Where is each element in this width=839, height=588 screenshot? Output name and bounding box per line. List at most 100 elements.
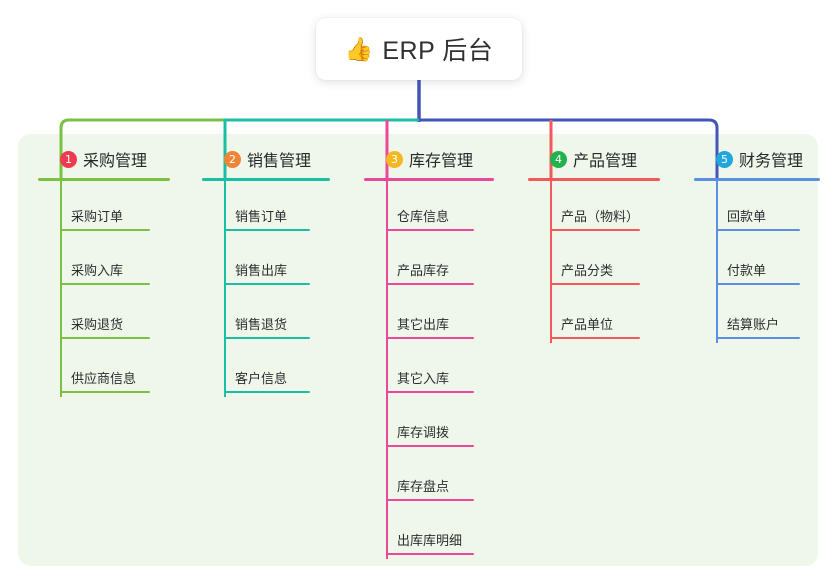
leaf-item-rule: [386, 337, 474, 339]
leaf-item[interactable]: 采购退货: [38, 289, 170, 343]
leaf-item-label: 销售退货: [235, 317, 288, 332]
leaf-item-label: 回款单: [727, 209, 767, 224]
leaf-item[interactable]: 其它入库: [364, 343, 494, 397]
branch-item-list: 回款单付款单结算账户: [694, 181, 820, 343]
leaf-item-rule: [386, 391, 474, 393]
leaf-item-label: 产品库存: [397, 263, 450, 278]
branch-header-rule: [694, 178, 820, 181]
leaf-item-rule: [224, 283, 310, 285]
leaf-item-rule: [386, 445, 474, 447]
leaf-item[interactable]: 其它出库: [364, 289, 494, 343]
leaf-item[interactable]: 销售订单: [202, 181, 330, 235]
branch-title: 产品管理: [573, 153, 638, 170]
branch-item-list: 销售订单销售出库销售退货客户信息: [202, 181, 330, 397]
leaf-item-rule: [60, 229, 150, 231]
leaf-item-rule: [716, 229, 800, 231]
leaf-item-rule: [550, 229, 640, 231]
branch-item-list: 仓库信息产品库存其它出库其它入库库存调拨库存盘点出库库明细: [364, 181, 494, 559]
leaf-item[interactable]: 结算账户: [694, 289, 820, 343]
leaf-item-label: 采购订单: [71, 209, 124, 224]
leaf-item-rule: [550, 283, 640, 285]
branch-number-badge: 1: [60, 150, 77, 168]
root-node-title: ERP 后台: [382, 37, 494, 65]
branch-header-rule: [528, 178, 660, 181]
branch-number-badge: 5: [716, 150, 733, 168]
branch-number-badge: 2: [224, 150, 241, 168]
leaf-item-label: 产品分类: [561, 263, 614, 278]
leaf-item-label: 库存盘点: [397, 479, 450, 494]
leaf-item[interactable]: 产品库存: [364, 235, 494, 289]
leaf-item-label: 采购入库: [71, 263, 124, 278]
branch-spine: [60, 181, 62, 397]
leaf-item-label: 其它入库: [397, 371, 450, 386]
leaf-item[interactable]: 采购订单: [38, 181, 170, 235]
leaf-item-rule: [716, 283, 800, 285]
leaf-item[interactable]: 仓库信息: [364, 181, 494, 235]
leaf-item[interactable]: 库存盘点: [364, 451, 494, 505]
leaf-item[interactable]: 产品（物料）: [528, 181, 660, 235]
leaf-item-rule: [386, 283, 474, 285]
leaf-item-rule: [716, 337, 800, 339]
branch-column-5: 5 财务管理回款单付款单结算账户: [694, 147, 820, 343]
leaf-item[interactable]: 销售出库: [202, 235, 330, 289]
leaf-item-label: 出库库明细: [397, 533, 463, 548]
leaf-item-label: 供应商信息: [71, 371, 137, 386]
leaf-item[interactable]: 库存调拨: [364, 397, 494, 451]
branch-spine: [386, 181, 388, 559]
branch-title: 财务管理: [739, 153, 804, 170]
leaf-item[interactable]: 采购入库: [38, 235, 170, 289]
leaf-item-label: 付款单: [727, 263, 767, 278]
leaf-item-label: 采购退货: [71, 317, 124, 332]
branch-spine: [224, 181, 226, 397]
branch-header-rule: [364, 178, 494, 181]
leaf-item[interactable]: 出库库明细: [364, 505, 494, 559]
branch-header-5[interactable]: 5 财务管理: [694, 147, 820, 171]
branch-number-badge: 4: [550, 150, 567, 168]
leaf-item-rule: [224, 337, 310, 339]
leaf-item[interactable]: 供应商信息: [38, 343, 170, 397]
leaf-item-rule: [386, 229, 474, 231]
leaf-item-rule: [550, 337, 640, 339]
branch-header-rule: [202, 178, 330, 181]
leaf-item-label: 其它出库: [397, 317, 450, 332]
branch-number-badge: 3: [386, 150, 403, 168]
leaf-item-rule: [60, 391, 150, 393]
leaf-item[interactable]: 销售退货: [202, 289, 330, 343]
background-panel: [18, 134, 818, 566]
connector: [59, 118, 225, 178]
branch-column-3: 3 库存管理仓库信息产品库存其它出库其它入库库存调拨库存盘点出库库明细: [364, 147, 494, 559]
leaf-item-label: 销售出库: [235, 263, 288, 278]
branch-header-3[interactable]: 3 库存管理: [364, 147, 494, 171]
leaf-item-label: 仓库信息: [397, 209, 450, 224]
thumbs-up-icon: 👍: [344, 35, 374, 62]
leaf-item-rule: [60, 337, 150, 339]
leaf-item-label: 结算账户: [727, 317, 780, 332]
branch-item-list: 采购订单采购入库采购退货供应商信息: [38, 181, 170, 397]
connector: [419, 118, 719, 178]
leaf-item-label: 库存调拨: [397, 425, 450, 440]
leaf-item-label: 客户信息: [235, 371, 288, 386]
leaf-item[interactable]: 客户信息: [202, 343, 330, 397]
leaf-item[interactable]: 回款单: [694, 181, 820, 235]
leaf-item-rule: [224, 229, 310, 231]
leaf-item[interactable]: 付款单: [694, 235, 820, 289]
branch-header-rule: [38, 178, 170, 181]
branch-title: 库存管理: [409, 153, 474, 170]
branch-item-list: 产品（物料） 产品分类产品单位: [528, 181, 660, 343]
leaf-item-rule: [386, 499, 474, 501]
branch-column-4: 4 产品管理产品（物料） 产品分类产品单位: [528, 147, 660, 343]
leaf-item[interactable]: 产品单位: [528, 289, 660, 343]
root-node[interactable]: 👍 ERP 后台: [316, 18, 522, 80]
leaf-item-rule: [224, 391, 310, 393]
leaf-item-rule: [386, 553, 474, 555]
leaf-item-rule: [60, 283, 150, 285]
leaf-item-label: 销售订单: [235, 209, 288, 224]
branch-header-4[interactable]: 4 产品管理: [528, 147, 660, 171]
leaf-item[interactable]: 产品分类: [528, 235, 660, 289]
branch-spine: [550, 181, 552, 343]
